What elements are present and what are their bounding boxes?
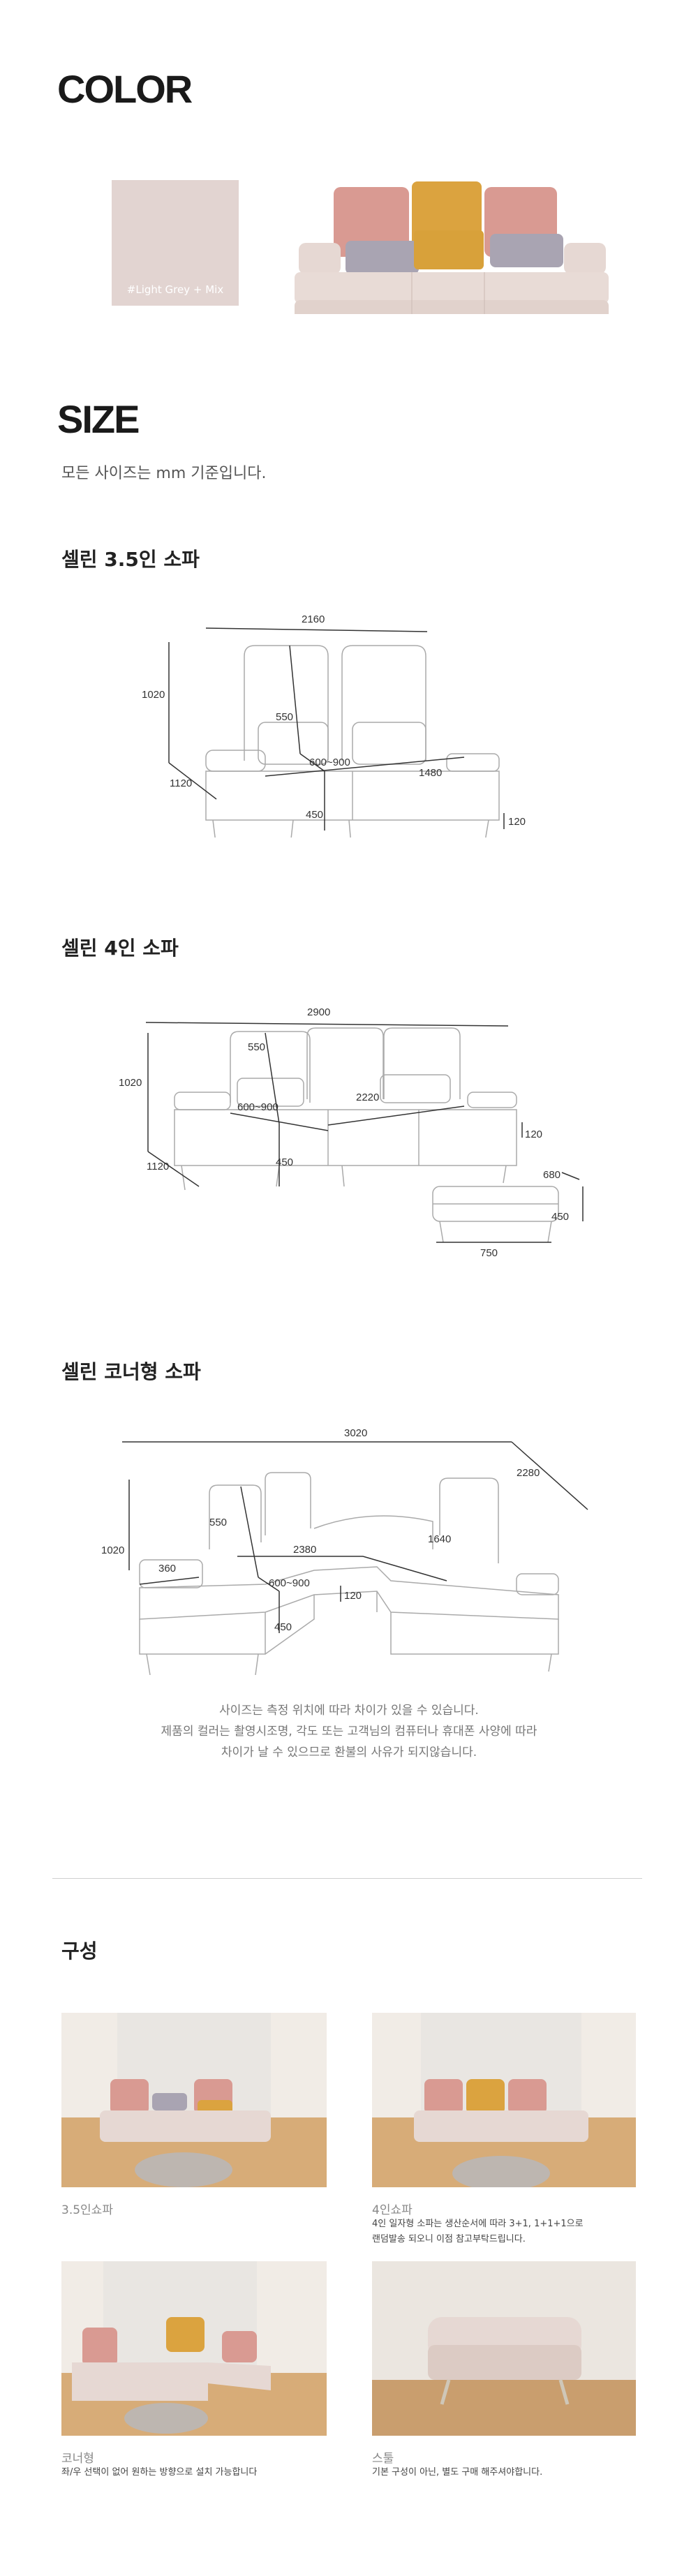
dim-seat-width: 2380 [293,1544,316,1556]
desc-line: 4인 일자형 소파는 생산순서에 따라 3+1, 1+1+1으로 [372,2219,584,2229]
dim-width: 3020 [344,1427,367,1439]
dim-leg: 120 [508,816,526,828]
dimension-diagram-4: 2900 1020 1120 550 600~900 2220 450 120 … [119,1006,584,1259]
stool-width: 750 [480,1247,498,1259]
dim-seat-width: 1480 [419,767,442,779]
section-divider [52,1878,642,1879]
dim-back: 550 [209,1517,227,1528]
dim-height: 1020 [101,1544,124,1556]
dim-width: 2160 [302,613,325,625]
note-line: 차이가 날 수 있으므로 환불의 사유가 되지않습니다. [221,1745,477,1759]
dimension-diagram-3-5: 2160 1020 1120 550 600~900 1480 450 120 [142,613,526,837]
photo-4-sofa [372,2013,636,2187]
dim-seat-depth: 600~900 [237,1101,279,1113]
desc-corner: 좌/우 선택이 없어 원하는 방향으로 설치 가능합니다 [61,2467,258,2478]
color-swatch[interactable]: #Light Grey + Mix [112,180,239,306]
sofa-color-image [295,181,609,314]
dim-seat-depth: 600~900 [309,757,350,768]
desc-stool: 기본 구성이 아닌, 별도 구매 해주셔야합니다. [372,2467,543,2478]
caption-3-5: 3.5인쇼파 [61,2203,113,2217]
model-title-4: 셀린 4인 소파 [61,937,179,960]
dim-height: 1020 [142,689,165,701]
desc-line: 랜덤발송 되오니 이점 참고부탁드립니다. [372,2234,526,2244]
model-title-corner: 셀린 코너형 소파 [61,1360,201,1383]
caption-4: 4인쇼파 [372,2203,413,2217]
dim-corner: 1640 [428,1533,451,1545]
dim-leg: 120 [344,1590,362,1602]
dim-width: 2900 [307,1006,330,1018]
caption-corner: 코너형 [61,2452,94,2466]
size-notes: 사이즈는 측정 위치에 따라 차이가 있을 수 있습니다. 제품의 컬러는 촬영… [0,1700,698,1763]
stool-depth: 680 [543,1169,560,1181]
photo-stool [372,2261,636,2436]
note-line: 제품의 컬러는 촬영시조명, 각도 또는 고객님의 컴퓨터나 휴대폰 사양에 따… [161,1725,537,1739]
desc-4: 4인 일자형 소파는 생산순서에 따라 3+1, 1+1+1으로 랜덤발송 되오… [372,2217,584,2247]
size-heading: SIZE [57,397,140,441]
dim-side: 2280 [517,1467,540,1479]
dimension-diagram-corner: 3020 2280 1020 550 360 2380 1640 600~900… [101,1427,588,1675]
stool-height: 450 [551,1211,569,1223]
dim-arm: 360 [158,1563,176,1574]
note-line: 사이즈는 측정 위치에 따라 차이가 있을 수 있습니다. [219,1704,479,1718]
swatch-label: #Light Grey + Mix [126,283,224,296]
dim-seat-height: 450 [306,809,323,821]
photo-3-5-sofa [61,2013,327,2187]
dim-height: 1020 [119,1077,142,1089]
dim-leg: 120 [525,1129,542,1140]
model-title-3-5: 셀린 3.5인 소파 [61,548,200,571]
dim-seat-height: 450 [274,1621,292,1633]
dim-seat-height: 450 [276,1156,293,1168]
size-subtitle: 모든 사이즈는 mm 기준입니다. [61,465,267,482]
composition-heading: 구성 [61,1940,98,1963]
caption-stool: 스툴 [372,2452,394,2466]
dim-seat-depth: 600~900 [269,1577,310,1589]
photo-corner-sofa [61,2261,327,2436]
dim-back: 550 [276,711,293,723]
color-heading: COLOR [57,67,193,111]
dim-seat-width: 2220 [356,1092,379,1103]
dim-depth: 1120 [147,1161,169,1172]
dim-back: 550 [248,1041,265,1053]
dim-depth: 1120 [170,777,192,789]
